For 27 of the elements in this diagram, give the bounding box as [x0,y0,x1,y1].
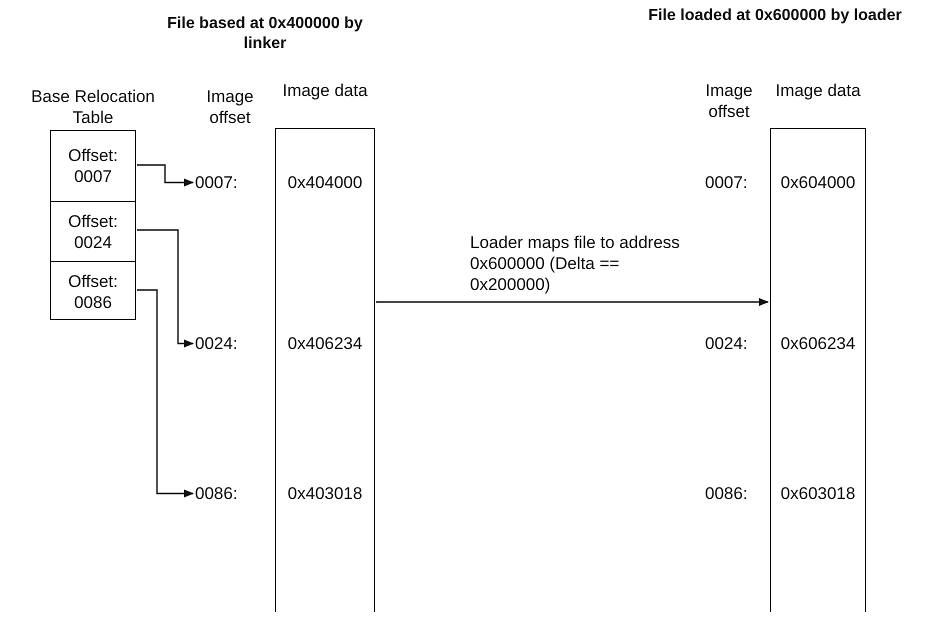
section-heading: File based at 0x400000 by linker [166,14,364,54]
table-cell: Offset: 0007 [51,131,135,201]
offset-label: 0024: [195,333,243,354]
offset-label: 0007: [705,172,749,193]
address-value: 0x404000 [286,172,364,193]
arrow [137,229,194,348]
column-heading: Image data [774,80,862,101]
address-value: 0x606234 [780,333,856,354]
table-heading: Base Relocation Table [30,86,156,128]
address-value: 0x403018 [286,483,364,504]
offset-label: 0007: [195,172,243,193]
arrow [137,289,194,498]
address-value: 0x406234 [286,333,364,354]
offset-label: 0024: [705,333,749,354]
table-cell: Offset: 0086 [51,261,135,321]
offset-label: 0086: [705,483,749,504]
section-heading: File loaded at 0x600000 by loader [647,6,903,26]
address-value: 0x603018 [780,483,856,504]
column-heading: Image data [281,80,369,101]
column-heading: Image offset [704,80,754,122]
offset-label: 0086: [195,483,243,504]
table-cell: Offset: 0024 [51,201,135,261]
edge-label: Loader maps file to address 0x600000 (Delta == 0x200000) [470,232,680,295]
arrow [137,164,194,186]
column-heading: Image offset [205,86,255,128]
address-value: 0x604000 [780,172,856,193]
arrow [376,298,769,306]
